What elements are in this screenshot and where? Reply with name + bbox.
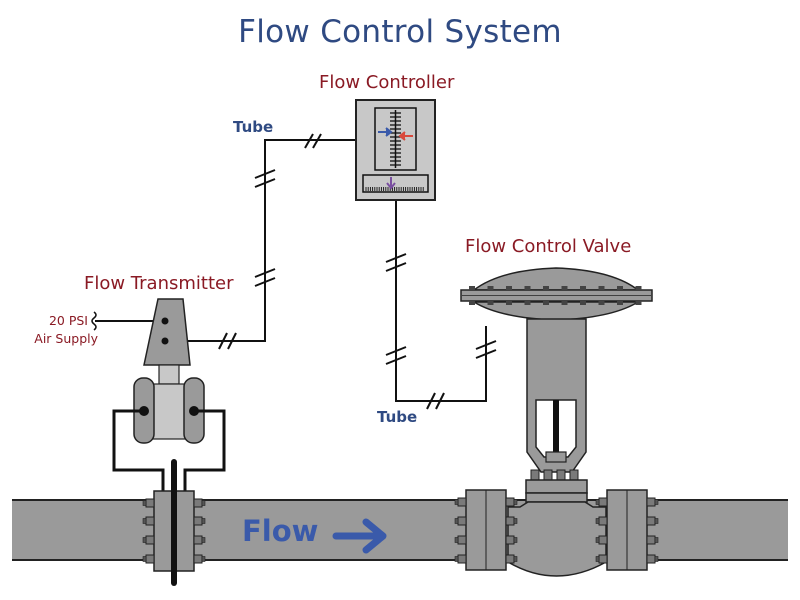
bolt [505,535,518,545]
diaphragm-bolt [543,286,549,290]
diaphragm-bolt [524,286,531,290]
bolt [454,516,467,526]
break-mark [218,332,237,350]
bolt [505,554,518,564]
diaphragm-bolt [524,301,531,305]
bolt [505,497,518,507]
bolt [646,516,659,526]
diaphragm-bolt [561,301,568,305]
diaphragm-bolt [580,286,586,290]
diaphragm-bolt [561,286,568,290]
diaphragm-bolt [543,301,549,305]
label-tube-lower: Tube [377,408,418,426]
output-arrow-icon [386,177,396,190]
bolt [454,554,467,564]
valve-stem [553,400,559,454]
bonnet-bolt [543,469,553,481]
diaphragm-bolt [617,286,623,290]
diaphragm-bolt [469,301,475,305]
break-mark [254,169,276,188]
diaphragm-bolt [506,286,512,290]
diaphragm-bolt [635,286,642,290]
diagram-title: Flow Control System [238,14,562,50]
diaphragm-bolt [598,301,605,305]
bolt [142,535,155,545]
bolt [193,535,206,545]
label-flow-control-valve: Flow Control Valve [465,236,632,257]
bolt [646,554,659,564]
break-mark [475,340,497,359]
tube-transmitter-to-controller [165,139,356,342]
bonnet-bolt [556,469,566,481]
label-air-supply: 20 PSI Air Supply [20,312,98,348]
break-mark [385,346,407,365]
label-flow-transmitter: Flow Transmitter [84,273,234,294]
bolt [454,497,467,507]
break-mark [385,253,407,272]
orifice-flange [142,459,206,586]
label-tube-upper: Tube [233,118,274,136]
bonnet-bolt [569,469,579,481]
bolt [505,516,518,526]
bonnet-bolt [530,469,540,481]
diaphragm-bolt [506,301,512,305]
break-mark [426,392,445,410]
air-supply-text: Air Supply [34,331,98,346]
diaphragm-bolt [617,301,623,305]
bolt [595,535,608,545]
bolt [193,554,206,564]
diaphragm-bolt [635,301,642,305]
diaphragm-bolt [580,301,586,305]
bolt [595,497,608,507]
air-supply-squiggle [91,311,97,331]
diaphragm-bolt [598,286,605,290]
bolt [595,554,608,564]
bolt [142,554,155,564]
diaphragm-bolt [487,301,494,305]
bolt [142,498,155,508]
controller-scale-ticks [390,112,401,166]
break-mark [254,268,276,287]
label-flow: Flow [242,514,319,548]
tube-break-marks [218,133,497,410]
flow-control-valve [454,267,659,577]
bolt [142,516,155,526]
setpoint-arrow-icon [378,127,393,137]
flow-arrow-icon [332,518,387,554]
bolt [595,516,608,526]
air-input-port [161,317,169,325]
flow-transmitter [112,298,226,492]
process-pipe [12,499,788,561]
bolt [646,535,659,545]
diaphragm-bolt [487,286,494,290]
air-supply-pressure: 20 PSI [48,313,88,328]
flow-controller [355,99,436,201]
bolt [193,498,206,508]
break-mark [304,133,322,149]
diaphragm-bolt [469,286,475,290]
signal-output-port [161,337,169,345]
measurement-arrow-icon [398,131,413,141]
bolt [646,497,659,507]
bolt [193,516,206,526]
output-scale-ticks [365,187,424,191]
bolt [454,535,467,545]
label-flow-controller: Flow Controller [319,72,455,93]
